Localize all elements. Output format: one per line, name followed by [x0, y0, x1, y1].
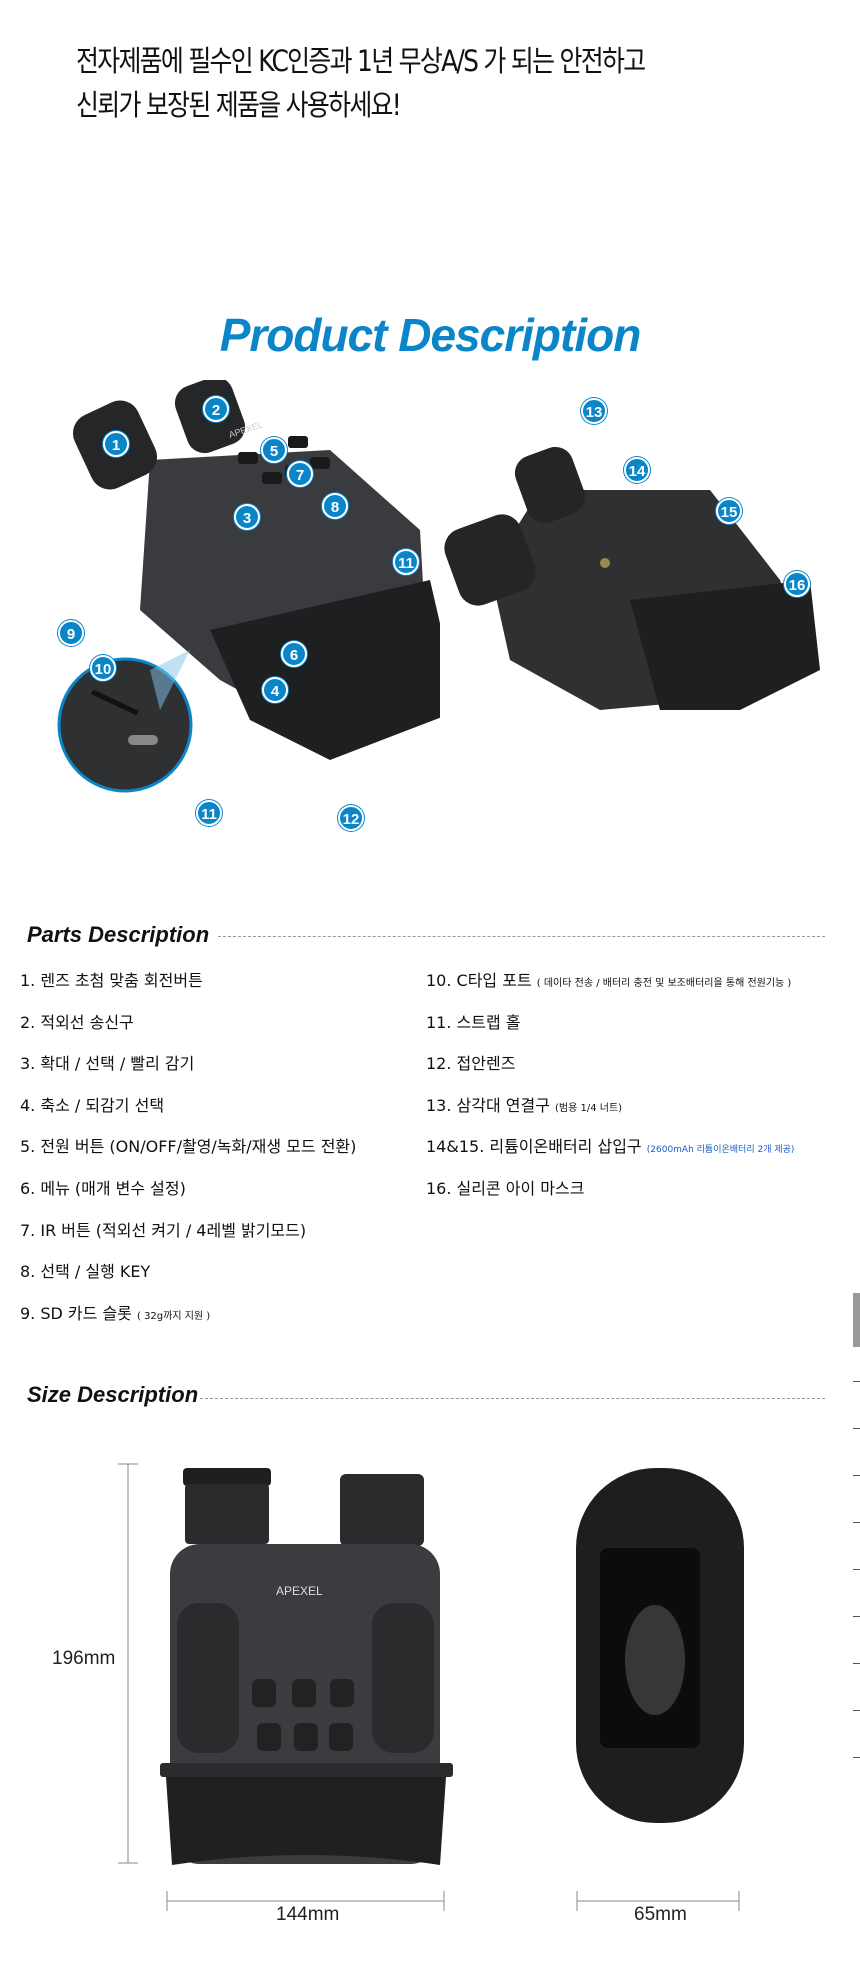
binocular-eyepiece-view [576, 1468, 744, 1823]
part-item: 10. C타입 포트 ( 데이타 전송 / 배터리 충전 및 보조배터리을 통해… [426, 971, 794, 1013]
callout-7: 7 [287, 461, 313, 487]
edge-tick [853, 1616, 860, 1617]
part-label: 13. 삼각대 연결구 [426, 1095, 550, 1115]
callout-5: 5 [261, 437, 287, 463]
part-label: 3. 확대 / 선택 / 빨리 감기 [20, 1054, 195, 1074]
depth-dimension-label: 65mm [634, 1904, 687, 1925]
brand-logo: APEXEL [276, 1584, 323, 1598]
part-label: 1. 렌즈 초첨 맞춤 회전버튼 [20, 971, 203, 990]
headline-line-1: 전자제품에 필수인 KC인증과 1년 무상A/S 가 되는 안전하고 [76, 44, 646, 78]
parts-divider [218, 936, 825, 937]
callout-14: 14 [624, 457, 650, 483]
binocular-diagram-left: APEXEL [57, 380, 440, 793]
product-description-title: Product Description [219, 309, 642, 361]
part-note: (범용 1/4 너트) [555, 1102, 623, 1114]
size-divider [200, 1398, 825, 1399]
part-item: 16. 실리콘 아이 마스크 [426, 1179, 794, 1221]
part-item: 14&15. 리튬이온배터리 삽입구 (2600mAh 리튬이온배터리 2개 제… [426, 1137, 794, 1179]
binocular-diagram-right [444, 446, 820, 710]
part-label: 10. C타입 포트 [426, 971, 532, 990]
part-note: ( 32g까지 지원 ) [136, 1310, 211, 1322]
edge-tick [853, 1757, 860, 1758]
part-label: 5. 전원 버튼 (ON/OFF/촬영/녹화/재생 모드 전환) [20, 1137, 357, 1157]
part-label: 7. IR 버튼 (적외선 켜기 / 4레벨 밝기모드) [20, 1220, 307, 1240]
part-label: 16. 실리콘 아이 마스크 [426, 1178, 585, 1198]
parts-list-right: 10. C타입 포트 ( 데이타 전송 / 배터리 충전 및 보조배터리을 통해… [426, 971, 794, 1221]
callout-9: 9 [58, 620, 84, 646]
part-note: ( 데이타 전송 / 배터리 충전 및 보조배터리을 통해 전원기능 ) [536, 978, 792, 989]
headline-line-2: 신뢰가 보장된 제품을 사용하세요! [76, 88, 402, 122]
size-description-heading: Size Description [27, 1382, 199, 1407]
part-item: 1. 렌즈 초첨 맞춤 회전버튼 [20, 971, 356, 1013]
callout-6: 6 [281, 641, 307, 667]
width-dimension-line [166, 1891, 445, 1911]
parts-list-left: 1. 렌즈 초첨 맞춤 회전버튼 2. 적외선 송신구 3. 확대 / 선택 /… [20, 971, 356, 1345]
height-dimension-label: 196mm [52, 1648, 116, 1669]
part-label: 2. 적외선 송신구 [20, 1012, 134, 1032]
callout-12: 12 [338, 805, 364, 831]
callout-15: 15 [716, 498, 742, 524]
part-item: 12. 접안렌즈 [426, 1054, 794, 1096]
part-item: 5. 전원 버튼 (ON/OFF/촬영/녹화/재생 모드 전환) [20, 1137, 356, 1179]
size-drawing: APEXEL [118, 1463, 744, 1911]
callout-4: 4 [262, 677, 288, 703]
part-label: 11. 스트랩 홀 [426, 1012, 521, 1032]
edge-tick [853, 1475, 860, 1476]
part-note: (2600mAh 리튬이온배터리 2개 제공) [646, 1145, 795, 1156]
callout-3: 3 [234, 504, 260, 530]
part-label: 12. 접안렌즈 [426, 1054, 516, 1074]
edge-tick [853, 1569, 860, 1570]
edge-tick [853, 1663, 860, 1664]
part-item: 2. 적외선 송신구 [20, 1013, 356, 1055]
callout-11: 11 [393, 549, 419, 575]
width-dimension-label: 144mm [276, 1904, 340, 1925]
part-item: 4. 축소 / 되감기 선택 [20, 1096, 356, 1138]
callout-10: 10 [90, 655, 116, 681]
edge-tick [853, 1428, 860, 1429]
part-item: 9. SD 카드 슬롯 ( 32g까지 지원 ) [20, 1304, 356, 1346]
callout-1: 1 [103, 431, 129, 457]
edge-tick [853, 1381, 860, 1382]
callout-13: 13 [581, 398, 607, 424]
edge-tick [853, 1522, 860, 1523]
part-item: 13. 삼각대 연결구 (범용 1/4 너트) [426, 1096, 794, 1138]
depth-dimension-line [576, 1891, 740, 1911]
part-label: 9. SD 카드 슬롯 [20, 1303, 132, 1323]
part-label: 4. 축소 / 되감기 선택 [20, 1095, 165, 1115]
callout-2: 2 [203, 396, 229, 422]
part-item: 7. IR 버튼 (적외선 켜기 / 4레벨 밝기모드) [20, 1221, 356, 1263]
part-item: 8. 선택 / 실행 KEY [20, 1262, 356, 1304]
callout-16: 16 [784, 571, 810, 597]
part-item: 3. 확대 / 선택 / 빨리 감기 [20, 1054, 356, 1096]
part-label: 8. 선택 / 실행 KEY [20, 1262, 151, 1282]
part-item: 6. 메뉴 (매개 변수 설정) [20, 1179, 356, 1221]
part-item: 11. 스트랩 홀 [426, 1013, 794, 1055]
binocular-front-view: APEXEL [160, 1468, 453, 1865]
parts-description-heading: Parts Description [27, 922, 210, 947]
scrollbar-thumb[interactable] [853, 1293, 860, 1347]
callout-11-strap: 11 [196, 800, 222, 826]
callout-8: 8 [322, 493, 348, 519]
edge-tick [853, 1710, 860, 1711]
part-label: 6. 메뉴 (매개 변수 설정) [20, 1178, 186, 1198]
part-label: 14&15. 리튬이온배터리 삽입구 [426, 1137, 642, 1157]
height-dimension-line [118, 1463, 138, 1864]
